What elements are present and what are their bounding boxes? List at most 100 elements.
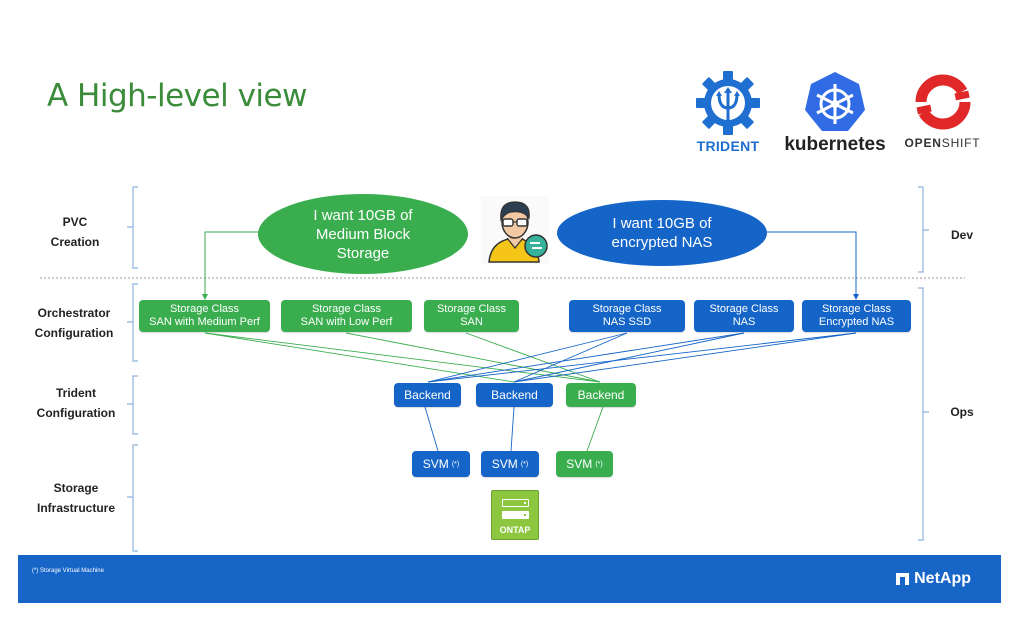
storage-class-label: Storage Class (821, 303, 892, 315)
storage-class-name: SAN (460, 316, 483, 328)
label-line: Configuration (36, 406, 116, 420)
link-backend2-svm2 (510, 406, 515, 452)
label-line: Configuration (34, 326, 114, 340)
openshift-logo-text-light: SHIFT (941, 136, 981, 150)
link-sc-nasssd-to-backend-blue1 (427, 332, 628, 383)
storage-class-name: Encrypted NAS (818, 316, 895, 328)
label-line: PVC (62, 215, 88, 229)
link-backend1-svm1 (424, 406, 439, 452)
svm-label: SVM (491, 456, 518, 471)
label-line: Orchestrator (37, 306, 111, 320)
storage-class-label: Storage Class (169, 303, 240, 315)
kubernetes-logo-text: kubernetes (784, 134, 886, 155)
request-bubble-block-storage: I want 10GB of Medium Block Storage (258, 194, 468, 274)
storage-class-label: Storage Class (592, 303, 662, 315)
openshift-ring-icon (915, 74, 970, 130)
storage-class-san-low-perf[interactable]: Storage Class SAN with Low Perf (281, 300, 412, 332)
bracket-orchestrator-configuration (127, 283, 138, 362)
arrowhead-nas-request (853, 294, 859, 300)
slide-title: A High-level view (47, 78, 307, 114)
label-line: Trident (55, 386, 96, 400)
netapp-logo-text: NetApp (914, 570, 971, 587)
svm-footnote-mark: (*) (520, 460, 529, 468)
backend-label: Backend (404, 387, 451, 402)
bubble-text: encrypted NAS (611, 234, 713, 251)
storage-class-name: NAS SSD (602, 316, 652, 328)
svm-footnote-mark: (*) (595, 460, 603, 468)
openshift-logo: OPENSHIFT (900, 70, 985, 150)
link-backend3-svm3 (586, 406, 604, 452)
storage-class-encrypted-nas[interactable]: Storage Class Encrypted NAS (802, 300, 911, 332)
backend-label: Backend (491, 387, 538, 402)
label-orchestrator-configuration: Orchestrator Configuration (26, 303, 122, 343)
label-dev: Dev (950, 228, 973, 242)
link-sc-nas-to-backend-blue2 (513, 332, 745, 383)
trident-gear-icon (696, 71, 760, 135)
storage-class-san[interactable]: Storage Class SAN (424, 300, 519, 332)
bracket-dev (918, 186, 929, 273)
arrow-block-request (204, 231, 267, 296)
svm-label: SVM (566, 456, 593, 471)
bracket-trident-configuration (127, 375, 138, 435)
bubble-text: Medium Block (315, 225, 411, 243)
label-line: Storage (53, 481, 99, 495)
ontap-storage-icon: ONTAP (491, 490, 539, 540)
bubble-text: I want 10GB of (313, 206, 413, 224)
link-sc-medium-to-backend-green (204, 332, 601, 383)
netapp-logo: NetApp (896, 570, 971, 588)
kubernetes-helm-icon (805, 72, 865, 131)
trident-logo: TRIDENT (688, 70, 768, 154)
request-bubble-encrypted-nas: I want 10GB of encrypted NAS (557, 200, 767, 266)
bubble-text: I want 10GB of (612, 215, 712, 232)
storage-class-name: SAN with Low Perf (300, 316, 393, 328)
storage-class-label: Storage Class (709, 303, 779, 315)
ontap-label: ONTAP (499, 525, 531, 535)
svm-2[interactable]: SVM(*) (481, 451, 539, 477)
bracket-pvc-creation (127, 186, 138, 269)
developer-avatar-icon (481, 196, 549, 264)
storage-class-label: Storage Class (436, 303, 507, 315)
link-sc-encnas-to-backend-blue1 (427, 332, 857, 383)
svm-label: SVM (422, 456, 449, 471)
backend-3[interactable]: Backend (566, 383, 636, 407)
backend-2[interactable]: Backend (476, 383, 553, 407)
storage-class-nas[interactable]: Storage Class NAS (694, 300, 794, 332)
arrow-nas-request (767, 231, 857, 296)
link-sc-san-to-backend-green (465, 332, 601, 383)
label-ops: Ops (950, 405, 974, 419)
label-line: Creation (50, 235, 100, 249)
bubble-text: Storage (336, 244, 390, 262)
link-sc-medium-to-backend-blue2 (204, 332, 515, 383)
label-line: Infrastructure (36, 501, 116, 515)
link-sc-nasssd-to-backend-blue2 (513, 332, 628, 383)
bracket-storage-infrastructure (127, 444, 138, 552)
storage-class-name: NAS (732, 316, 756, 328)
storage-class-label: Storage Class (311, 303, 382, 315)
kubernetes-logo: kubernetes (780, 70, 890, 156)
label-pvc-creation: PVC Creation (40, 212, 110, 252)
disk-icon (502, 499, 529, 507)
svm-footnote-mark: (*) (451, 460, 460, 468)
label-trident-configuration: Trident Configuration (26, 383, 126, 423)
storage-class-name: SAN with Medium Perf (149, 316, 260, 328)
footnote: (*) Storage Virtual Machine (32, 568, 104, 574)
openshift-logo-text: OPENSHIFT (900, 136, 985, 150)
disk-icon (502, 511, 529, 519)
netapp-mark-icon (896, 573, 910, 585)
link-sc-low-to-backend-green (345, 332, 601, 383)
storage-class-nas-ssd[interactable]: Storage Class NAS SSD (569, 300, 685, 332)
bracket-ops (918, 287, 929, 541)
storage-class-san-medium-perf[interactable]: Storage Class SAN with Medium Perf (139, 300, 270, 332)
backend-1[interactable]: Backend (394, 383, 461, 407)
label-storage-infrastructure: Storage Infrastructure (26, 478, 126, 518)
link-sc-nas-to-backend-blue1 (427, 332, 745, 383)
backend-label: Backend (577, 387, 625, 402)
svm-1[interactable]: SVM(*) (412, 451, 470, 477)
openshift-logo-text-bold: OPEN (904, 136, 942, 150)
trident-logo-text: TRIDENT (696, 138, 760, 154)
arrowhead-block-request (202, 294, 208, 300)
link-sc-encnas-to-backend-blue2 (513, 332, 857, 383)
footer-bar: (*) Storage Virtual Machine NetApp (18, 555, 1001, 603)
svm-3[interactable]: SVM(*) (556, 451, 613, 477)
